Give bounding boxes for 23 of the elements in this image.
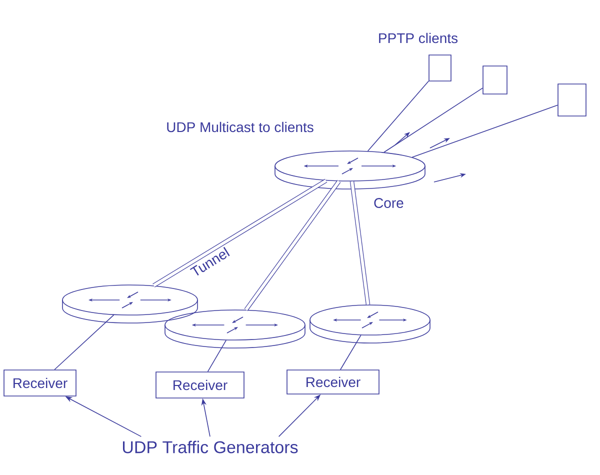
beside-label: Core	[374, 198, 404, 208]
link-line	[384, 88, 483, 153]
receiver-box: Receiver	[156, 372, 244, 398]
router-drawing	[164, 310, 306, 348]
tunnel-line	[152, 178, 328, 288]
annotation-text: PPTP clients	[379, 32, 458, 44]
client-box	[558, 84, 586, 116]
tunnel-line	[350, 181, 370, 305]
link-line	[340, 334, 362, 370]
annotation-text: UDP Multicast to clients	[167, 122, 314, 132]
router-drawing	[62, 284, 198, 324]
tunnel-line	[244, 180, 341, 312]
link-line	[54, 314, 114, 370]
client-box	[428, 54, 452, 82]
receiver-box: Receiver	[4, 370, 76, 396]
client-box	[482, 66, 508, 94]
router-drawing	[274, 150, 426, 190]
receiver-box: Receiver	[286, 370, 380, 394]
link-line	[207, 340, 226, 372]
caption-text: UDP Traffic Generators	[122, 440, 298, 454]
link-line	[412, 104, 558, 158]
router-drawing	[310, 304, 430, 344]
link-line	[367, 80, 429, 152]
